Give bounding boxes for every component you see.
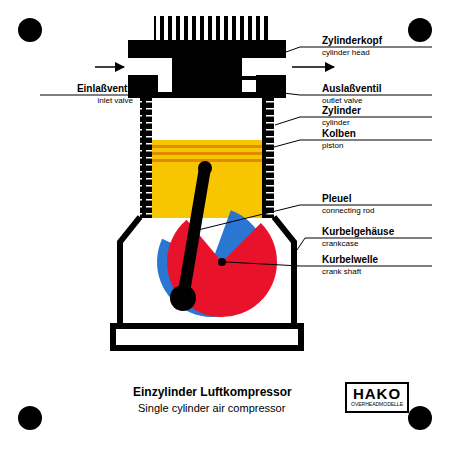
leader-line [297,238,432,250]
part-name-english: inlet valve [40,97,133,106]
title: Einzylinder Luftkompressor [133,386,292,399]
crankcase-base [113,326,301,348]
cylinder-wall [262,98,274,218]
inlet-passage [158,58,172,92]
piston-pin [198,161,212,175]
corner-dot [408,18,432,42]
part-name-english: cylinder head [322,49,370,58]
part-name: Einlaßventil [40,83,133,94]
part-name: Zylinderkopf [322,35,382,46]
part-name-english: crank shaft [322,268,361,277]
corner-dot [408,406,432,430]
part-name-english: piston [322,142,343,151]
logo-box: HAKOOVERHEADMODELLE [345,382,409,413]
logo-subtext: OVERHEADMODELLE [350,401,404,407]
part-name: Zylinder [322,105,361,116]
cylinder-wall [140,98,152,218]
part-name-english: cylinder [322,119,350,128]
part-name-english: connecting rod [322,207,374,216]
part-name: Auslaßventil [322,83,381,94]
leader-line [198,205,432,230]
crankcase [120,217,294,326]
caption: Single cylinder air compressor [138,402,285,414]
part-name: Kurbelwelle [322,254,378,265]
head-fins [154,16,270,42]
part-name: Kolben [322,128,356,139]
piston-ring [152,145,262,148]
piston-ring [152,152,262,155]
leader-line [275,117,432,125]
logo-text: HAKO [350,386,404,401]
part-name: Pleuel [322,193,351,204]
part-name-english: outlet valve [322,97,362,106]
outlet-valve [238,76,260,80]
part-name: Kurbelgehäuse [322,226,394,237]
leader-line [40,95,150,100]
leader-line [263,140,432,150]
crank-pin [170,285,196,311]
outlet-arrow [292,66,334,68]
crank-shaft [218,258,226,266]
corner-dot [18,18,42,42]
cylinder-head [128,40,286,98]
corner-dot [18,406,42,430]
inlet-valve [150,93,178,97]
outlet-passage [242,58,256,92]
connecting-rod [183,168,205,298]
part-name-english: crankcase [322,240,358,249]
inlet-arrow [95,66,124,68]
